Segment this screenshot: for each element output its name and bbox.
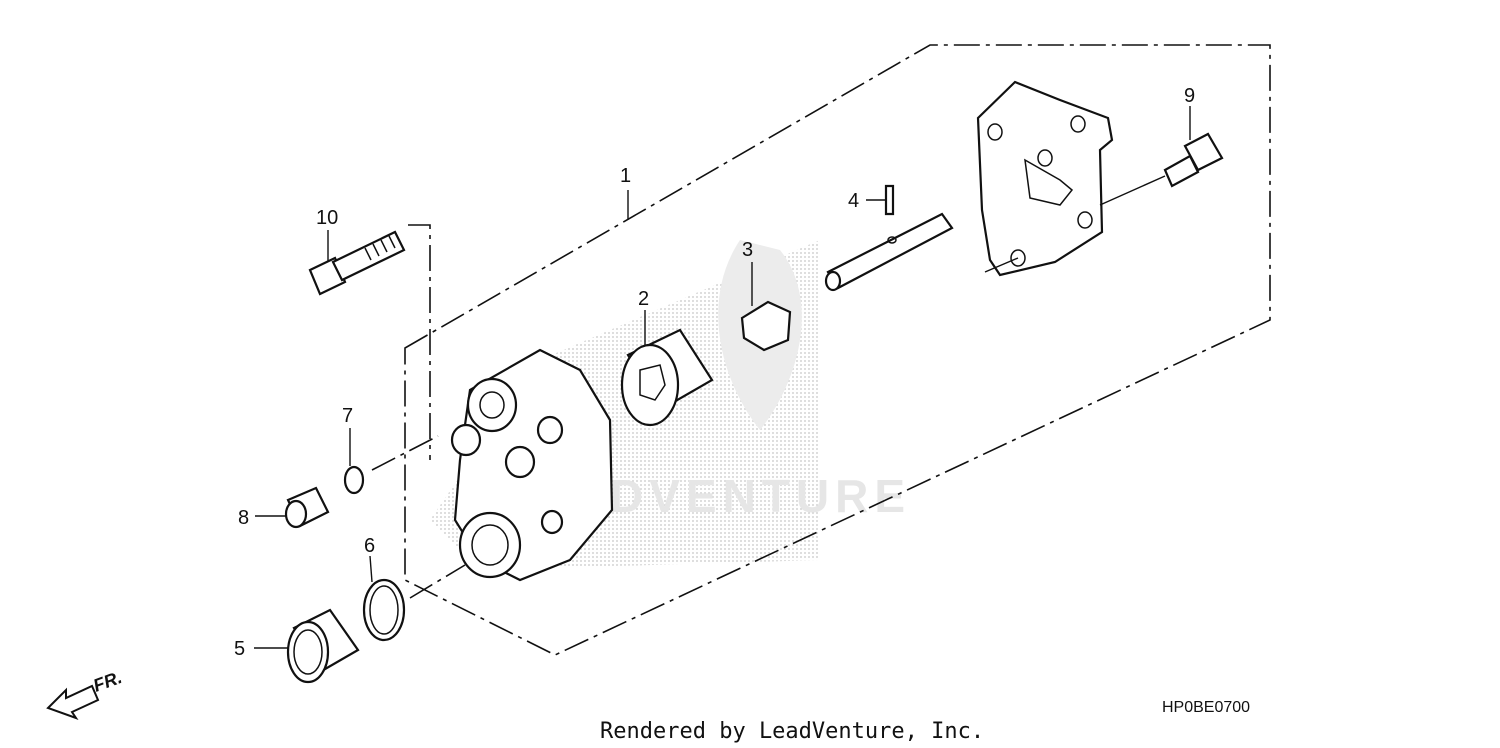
callout-1: 1 <box>620 165 631 187</box>
part-2-outer-rotor[interactable] <box>620 310 714 427</box>
pump-cover-plate[interactable] <box>976 80 1114 277</box>
part-4-pump-shaft[interactable] <box>824 184 954 292</box>
callout-5: 5 <box>234 638 245 660</box>
callout-3: 3 <box>742 239 753 261</box>
callout-6: 6 <box>364 535 375 557</box>
part-1-pump-body[interactable] <box>450 348 614 582</box>
assembly-outline <box>404 44 1271 656</box>
callout-10: 10 <box>316 207 338 229</box>
part-6-o-ring[interactable] <box>362 555 466 642</box>
callout-2: 2 <box>638 288 649 310</box>
callout-8: 8 <box>238 507 249 529</box>
part-9-bolt[interactable] <box>1099 106 1224 206</box>
callout-7: 7 <box>342 405 353 427</box>
callout-labels: 1 2 3 4 5 6 7 8 9 10 <box>234 85 1195 660</box>
part-7-o-ring[interactable] <box>343 428 439 495</box>
callout-4: 4 <box>848 190 859 212</box>
part-8-collar[interactable] <box>255 486 330 529</box>
front-label: FR. <box>91 667 125 696</box>
part-10-flange-bolt[interactable] <box>308 224 431 460</box>
front-direction-arrow: FR. <box>46 667 125 720</box>
render-credit: Rendered by LeadVenture, Inc. <box>600 719 984 744</box>
callout-9: 9 <box>1184 85 1195 107</box>
diagram-code: HP0BE0700 <box>1162 699 1250 716</box>
part-3-inner-rotor[interactable] <box>740 262 792 352</box>
part-5-seal[interactable] <box>254 608 360 684</box>
